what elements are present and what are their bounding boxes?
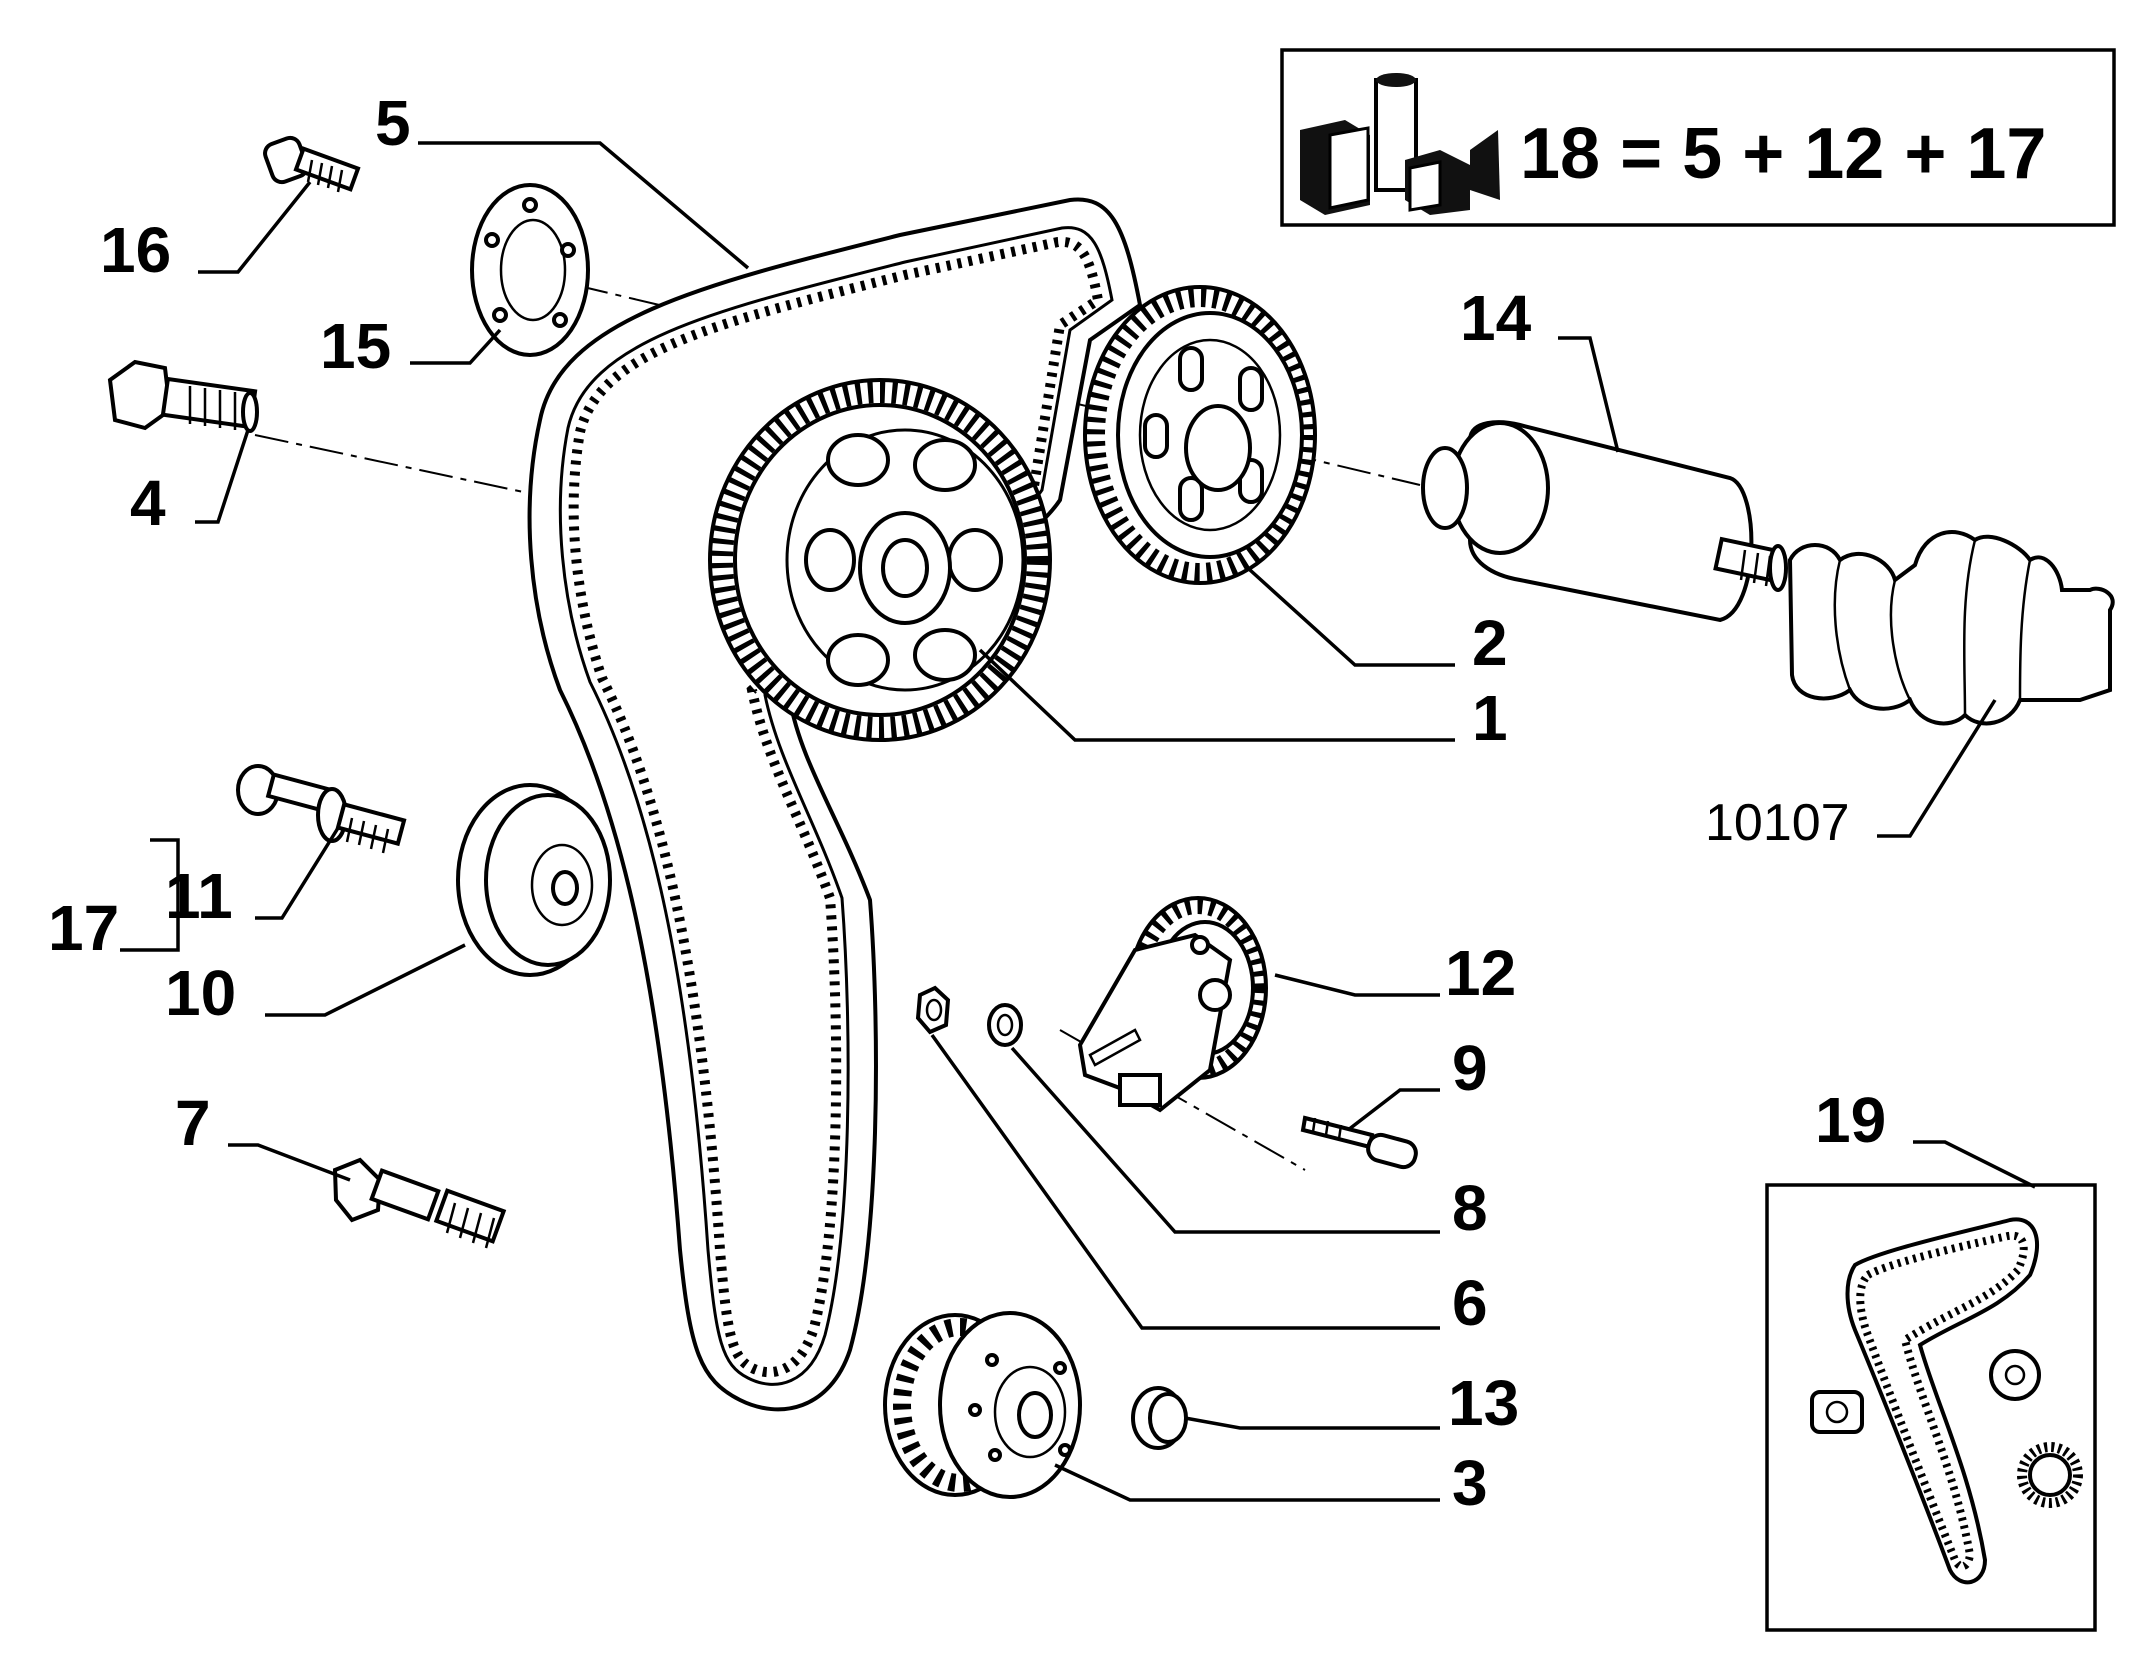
callout-15: 15 — [320, 310, 391, 382]
callout-12: 12 — [1445, 937, 1516, 1009]
washer-8 — [987, 1003, 1023, 1047]
flange-15 — [470, 183, 590, 357]
reference-number: 10107 — [1705, 794, 1850, 852]
camshaft-pulley-2 — [1083, 285, 1317, 585]
callout-8: 8 — [1452, 1172, 1488, 1244]
bolt-4 — [107, 359, 259, 433]
bolt-11 — [236, 764, 407, 854]
callout-3: 3 — [1452, 1447, 1488, 1519]
callout-2: 2 — [1472, 607, 1508, 679]
callout-14: 14 — [1460, 282, 1532, 354]
pin-9 — [1300, 1115, 1418, 1170]
nut-6 — [915, 985, 951, 1035]
fiat-parts-logo — [1300, 73, 1500, 215]
callout-1: 1 — [1472, 682, 1508, 754]
tensioner-12 — [1077, 896, 1268, 1113]
callout-10: 10 — [165, 957, 236, 1029]
screw-16 — [263, 135, 361, 193]
callout-labels: 5 16 15 4 14 2 1 10107 11 17 10 7 12 9 8… — [48, 87, 1886, 1519]
idler-pulley-10 — [456, 783, 612, 977]
callout-6: 6 — [1452, 1267, 1488, 1339]
callout-4: 4 — [130, 467, 166, 539]
callout-5: 5 — [375, 87, 411, 159]
callout-7: 7 — [175, 1087, 211, 1159]
leader-lines — [120, 141, 2036, 1502]
kit-inset-19 — [1765, 1183, 2097, 1632]
spacer-13 — [1131, 1386, 1188, 1450]
kit-legend-box: 18 = 5 + 12 + 17 — [1280, 48, 2116, 227]
timing-belt — [527, 197, 1143, 1412]
callout-16: 16 — [100, 214, 171, 286]
kit-formula: 18 = 5 + 12 + 17 — [1520, 114, 2046, 194]
callout-13: 13 — [1448, 1367, 1519, 1439]
callout-19: 19 — [1815, 1084, 1886, 1156]
stud-bolt-7 — [332, 1157, 507, 1249]
callout-9: 9 — [1452, 1032, 1488, 1104]
camshaft-10107 — [1787, 530, 2115, 726]
callout-17: 17 — [48, 892, 119, 964]
crankshaft-pulley-3 — [883, 1311, 1082, 1499]
phase-actuator-14 — [1421, 420, 1788, 623]
camshaft-pulley-1 — [708, 378, 1052, 742]
callout-11: 11 — [165, 860, 233, 932]
